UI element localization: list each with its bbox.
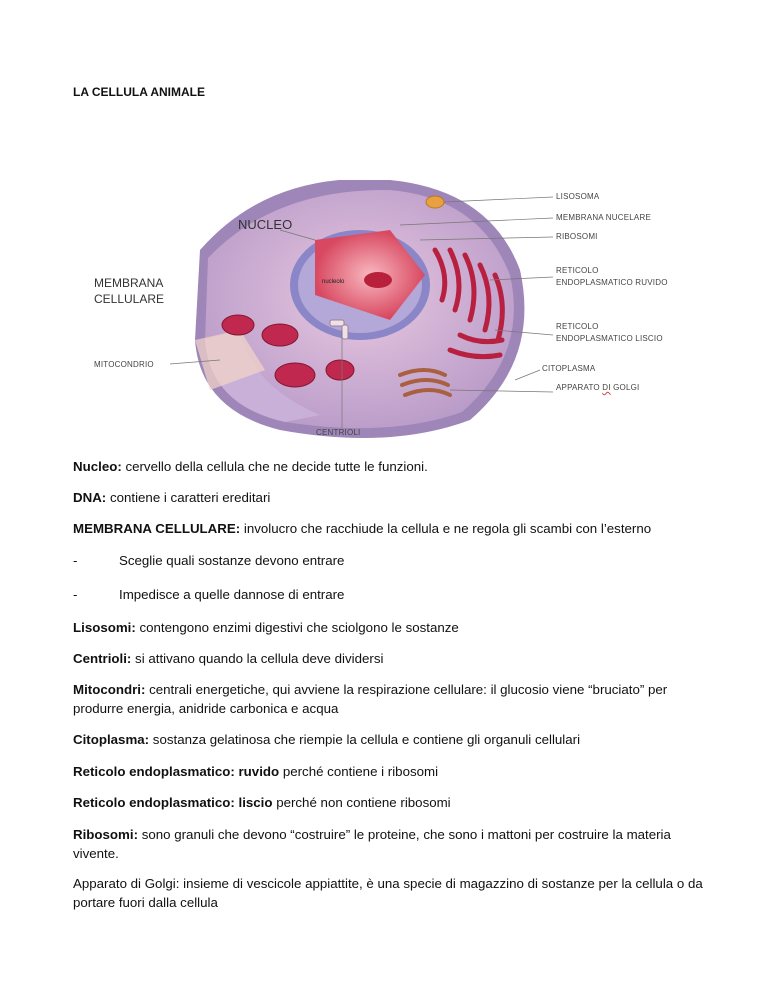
cell-diagram: nucleolo <box>90 178 690 445</box>
lisosoma-label: LISOSOMA <box>556 192 600 201</box>
membrana-nucleare-label: MEMBRANA NUCELARE <box>556 213 651 222</box>
entry-rer: Reticolo endoplasmatico: ruvido perché c… <box>73 764 439 779</box>
golgi-label: APPARATO DI GOLGI <box>556 383 640 392</box>
page-title: LA CELLULA ANIMALE <box>73 85 205 99</box>
entry-ser: Reticolo endoplasmatico: liscio perché n… <box>73 795 451 810</box>
entry-golgi: Apparato di Golgi: insieme di vescicole … <box>73 876 703 910</box>
rer-label-line2: ENDOPLASMATICO RUVIDO <box>556 278 668 287</box>
bullet-item: -Impedisce a quelle dannose di entrare <box>73 587 345 602</box>
nucleolo-label: nucleolo <box>322 279 345 285</box>
entry-membrana: MEMBRANA CELLULARE: involucro che racchi… <box>73 521 652 536</box>
membrana-label-line2: CELLULARE <box>94 292 165 306</box>
entry-ribosomi: Ribosomi: sono granuli che devono “costr… <box>73 827 671 861</box>
entry-mitocondri: Mitocondri: centrali energetiche, qui av… <box>73 682 668 716</box>
membrana-label-line1: MEMBRANA <box>94 276 164 290</box>
ser-label-line1: RETICOLO <box>556 322 599 331</box>
entry-centrioli: Centrioli: si attivano quando la cellula… <box>73 651 384 666</box>
animal-cell-illustration: nucleolo <box>169 178 554 438</box>
entry-dna: DNA: contiene i caratteri ereditari <box>73 490 271 505</box>
mitocondrio-label: MITOCONDRIO <box>94 360 154 369</box>
citoplasma-label: CITOPLASMA <box>542 364 596 373</box>
entry-lisosomi: Lisosomi: contengono enzimi digestivi ch… <box>73 620 459 635</box>
entry-nucleo: Nucleo: cervello della cellula che ne de… <box>73 459 428 474</box>
entry-citoplasma: Citoplasma: sostanza gelatinosa che riem… <box>73 732 581 747</box>
ribosomi-label: RIBOSOMI <box>556 232 598 241</box>
bullet-item: -Sceglie quali sostanze devono entrare <box>73 553 345 568</box>
centrioli-label: CENTRIOLI <box>316 428 361 437</box>
ser-label-line2: ENDOPLASMATICO LISCIO <box>556 334 663 343</box>
rer-label-line1: RETICOLO <box>556 266 599 275</box>
nucleo-label: NUCLEO <box>238 217 293 232</box>
